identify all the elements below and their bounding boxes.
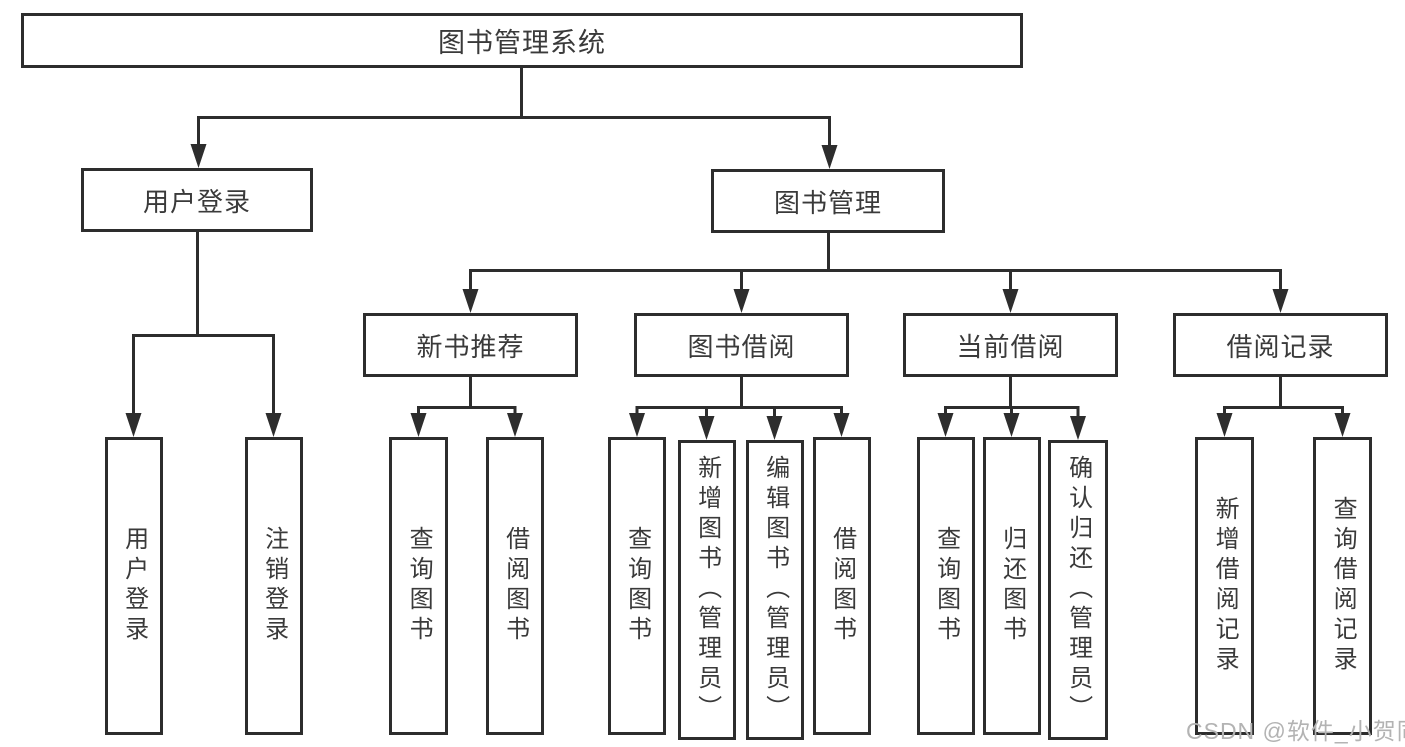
node-label: 用户登录 <box>120 526 148 646</box>
node-user-login-leaf: 用户登录 <box>105 437 163 735</box>
connector-book-borrow-to-children <box>629 377 850 440</box>
arrow-down-icon <box>507 413 523 437</box>
node-label: 图书管理 <box>773 187 882 218</box>
connector-user-login-to-children <box>125 232 282 437</box>
arrow-down-icon <box>1070 416 1086 440</box>
arrow-down-icon <box>1002 289 1019 313</box>
node-add-book-admin: 新增图书（管理员） <box>678 440 736 740</box>
arrow-down-icon <box>190 144 207 168</box>
node-edit-book-admin: 编辑图书（管理员） <box>746 440 804 740</box>
node-query-books-2: 查询图书 <box>608 437 666 735</box>
node-label: 新增图书（管理员） <box>693 455 721 725</box>
arrow-down-icon <box>1003 413 1020 437</box>
node-user-login: 用户登录 <box>81 168 313 232</box>
node-new-book-recommend: 新书推荐 <box>363 313 578 377</box>
arrow-down-icon <box>1216 413 1233 437</box>
arrow-down-icon <box>1272 289 1289 313</box>
node-borrow-books-2: 借阅图书 <box>813 437 871 735</box>
node-label: 借阅记录 <box>1226 331 1335 362</box>
node-query-books-1: 查询图书 <box>389 437 448 735</box>
node-label: 新增借阅记录 <box>1211 496 1239 676</box>
arrow-down-icon <box>733 289 750 313</box>
node-current-borrowing: 当前借阅 <box>903 313 1118 377</box>
node-book-borrowing: 图书借阅 <box>634 313 849 377</box>
node-label: 归还图书 <box>998 526 1026 646</box>
node-label: 用户登录 <box>142 186 251 217</box>
csdn-watermark: CSDN @软件_小贺同学 <box>1186 718 1405 744</box>
arrow-down-icon <box>462 289 479 313</box>
node-label: 借阅图书 <box>828 526 856 646</box>
node-label: 新书推荐 <box>416 331 525 362</box>
node-label: 编辑图书（管理员） <box>761 455 789 725</box>
arrow-down-icon <box>1334 413 1351 437</box>
node-library-management-system: 图书管理系统 <box>21 13 1023 68</box>
node-borrow-books-1: 借阅图书 <box>486 437 544 735</box>
node-label: 查询图书 <box>405 526 433 646</box>
arrow-down-icon <box>629 413 645 437</box>
node-label: 图书管理系统 <box>438 28 606 58</box>
node-label: 查询图书 <box>932 526 960 646</box>
node-label: 当前借阅 <box>956 331 1065 362</box>
node-book-management: 图书管理 <box>711 169 945 233</box>
arrow-down-icon <box>766 416 783 440</box>
node-confirm-return-admin: 确认归还（管理员） <box>1048 440 1108 740</box>
connector-book-mgmt-to-level3 <box>462 233 1289 313</box>
node-label: 借阅图书 <box>501 526 529 646</box>
connector-new-book-rec-to-children <box>410 377 523 437</box>
node-logout: 注销登录 <box>245 437 303 735</box>
arrow-down-icon <box>410 413 427 437</box>
arrow-down-icon <box>265 413 282 437</box>
arrow-down-icon <box>937 413 954 437</box>
node-query-books-3: 查询图书 <box>917 437 975 735</box>
connector-borrow-records-to-children <box>1216 377 1351 437</box>
connector-current-borrow-to-children <box>937 377 1086 440</box>
node-label: 确认归还（管理员） <box>1064 455 1092 725</box>
node-label: 查询图书 <box>623 526 651 646</box>
node-query-borrow-record: 查询借阅记录 <box>1313 437 1372 735</box>
arrow-down-icon <box>125 413 142 437</box>
node-add-borrow-record: 新增借阅记录 <box>1195 437 1254 735</box>
node-borrowing-records: 借阅记录 <box>1173 313 1388 377</box>
connector-root-to-level2 <box>190 68 838 169</box>
node-label: 注销登录 <box>260 526 288 646</box>
arrow-down-icon <box>698 416 715 440</box>
arrow-down-icon <box>833 413 850 437</box>
node-label: 查询借阅记录 <box>1329 496 1357 676</box>
node-label: 图书借阅 <box>687 331 796 362</box>
arrow-down-icon <box>821 145 838 169</box>
node-return-books: 归还图书 <box>983 437 1041 735</box>
